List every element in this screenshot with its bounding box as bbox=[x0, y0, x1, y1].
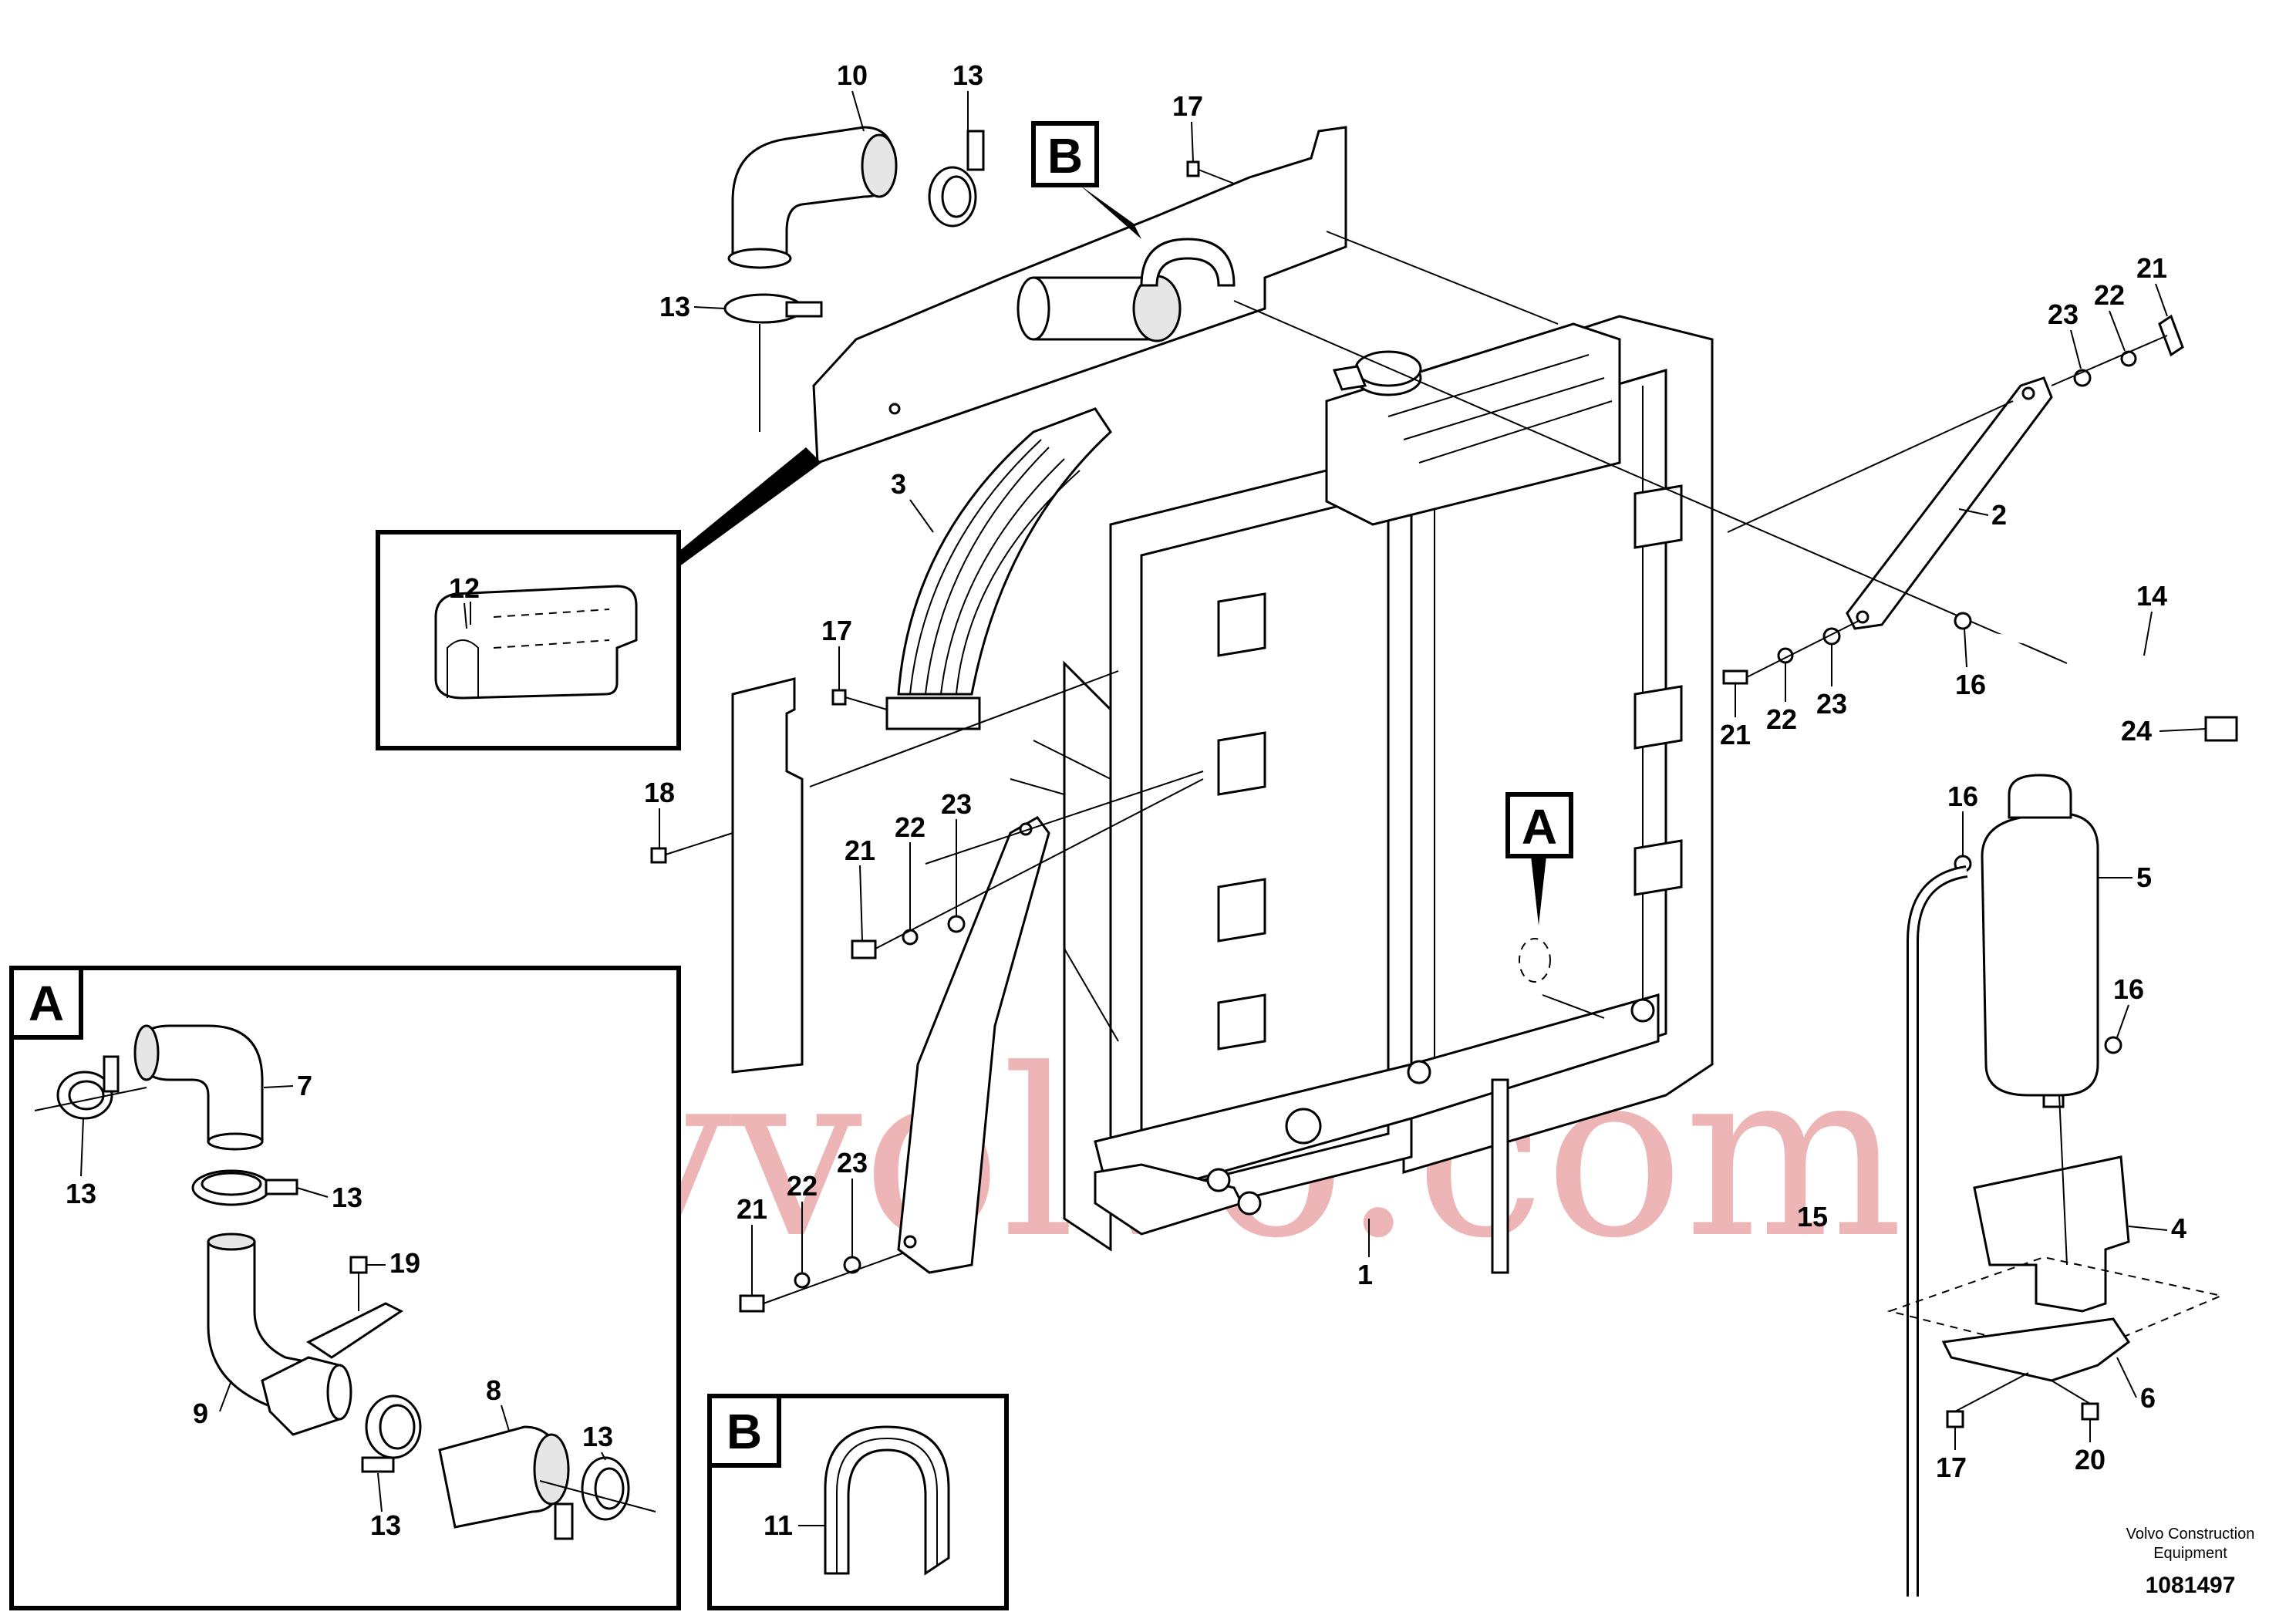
view-a-marker-label: A bbox=[1522, 799, 1557, 855]
callout-23: 23 bbox=[837, 1147, 868, 1179]
callout-22: 22 bbox=[787, 1170, 818, 1202]
callout-13: 13 bbox=[952, 59, 983, 91]
callout-16: 16 bbox=[1947, 781, 1978, 812]
callout-13: 13 bbox=[659, 291, 690, 322]
detail-view-a: A 7 13 bbox=[9, 966, 681, 1610]
connection-lines bbox=[809, 231, 2068, 1042]
callout-2: 2 bbox=[1991, 499, 2007, 531]
view-b-detail-label: B bbox=[727, 1404, 762, 1459]
side-seal-plate bbox=[731, 677, 804, 1074]
tank-bracket bbox=[1886, 1094, 2224, 1428]
callout-4: 4 bbox=[2171, 1212, 2186, 1244]
callout-21: 21 bbox=[737, 1193, 767, 1225]
callout-16: 16 bbox=[2113, 973, 2144, 1005]
callout-16: 16 bbox=[1955, 669, 1986, 700]
callout-5: 5 bbox=[2136, 862, 2152, 893]
callout-13: 13 bbox=[370, 1509, 401, 1541]
seal-strip-3 bbox=[885, 407, 1112, 730]
callout-23: 23 bbox=[1816, 688, 1847, 720]
callout-10: 10 bbox=[837, 59, 868, 91]
view-a-marker: A bbox=[1505, 792, 1573, 926]
stay-bracket bbox=[897, 816, 1050, 1274]
view-b-label: B bbox=[1047, 128, 1083, 184]
stay-rod-2 bbox=[1846, 376, 2053, 630]
callout-1: 1 bbox=[1357, 1259, 1373, 1290]
callout-17: 17 bbox=[1936, 1452, 1967, 1483]
callout-21: 21 bbox=[845, 835, 875, 866]
callout-23: 23 bbox=[941, 788, 972, 820]
callout-18: 18 bbox=[644, 777, 675, 808]
overflow-hose-and-tank bbox=[1907, 612, 2238, 1597]
upper-shroud-plate bbox=[812, 126, 1347, 465]
fasteners bbox=[650, 160, 2184, 1313]
callout-12: 12 bbox=[449, 572, 480, 604]
callout-14: 14 bbox=[2136, 580, 2167, 612]
callout-13: 13 bbox=[332, 1182, 362, 1213]
callout-13: 13 bbox=[582, 1421, 613, 1452]
view-a-label: A bbox=[29, 976, 64, 1031]
caption-company-line1: Volvo Construction bbox=[2126, 1526, 2255, 1543]
callout-8: 8 bbox=[486, 1374, 501, 1406]
callout-21: 21 bbox=[1720, 719, 1751, 750]
document-number: 1081497 bbox=[2146, 1573, 2236, 1598]
caption-company-line2: Equipment bbox=[2153, 1545, 2227, 1562]
callout-11: 11 bbox=[764, 1509, 793, 1541]
callout-24: 24 bbox=[2121, 715, 2152, 747]
callout-13: 13 bbox=[66, 1178, 96, 1209]
callout-3: 3 bbox=[891, 468, 906, 500]
drawing-caption: Volvo Construction Equipment 1081497 bbox=[2126, 1526, 2255, 1598]
callout-22: 22 bbox=[1766, 703, 1797, 735]
view-b-marker: B bbox=[1031, 121, 1141, 239]
callout-19: 19 bbox=[389, 1247, 420, 1279]
callout-21: 21 bbox=[2136, 252, 2167, 284]
callout-20: 20 bbox=[2075, 1444, 2106, 1475]
callout-9: 9 bbox=[193, 1398, 208, 1429]
callout-15: 15 bbox=[1797, 1201, 1828, 1233]
radiator-assembly bbox=[1063, 315, 1714, 1274]
upper-hose-assembly bbox=[723, 126, 985, 432]
callout-6: 6 bbox=[2140, 1382, 2156, 1414]
detail-12-box bbox=[376, 447, 821, 750]
callout-17: 17 bbox=[821, 615, 852, 646]
callout-labels: 10 13 13 17 12 3 17 18 21 22 23 21 22 23… bbox=[449, 59, 2207, 1483]
callout-17: 17 bbox=[1172, 90, 1203, 122]
callout-7: 7 bbox=[297, 1070, 312, 1101]
callout-23: 23 bbox=[2048, 298, 2079, 330]
callout-22: 22 bbox=[895, 811, 925, 843]
detail-view-b: B 11 bbox=[707, 1394, 1009, 1610]
callout-22: 22 bbox=[2094, 279, 2125, 311]
